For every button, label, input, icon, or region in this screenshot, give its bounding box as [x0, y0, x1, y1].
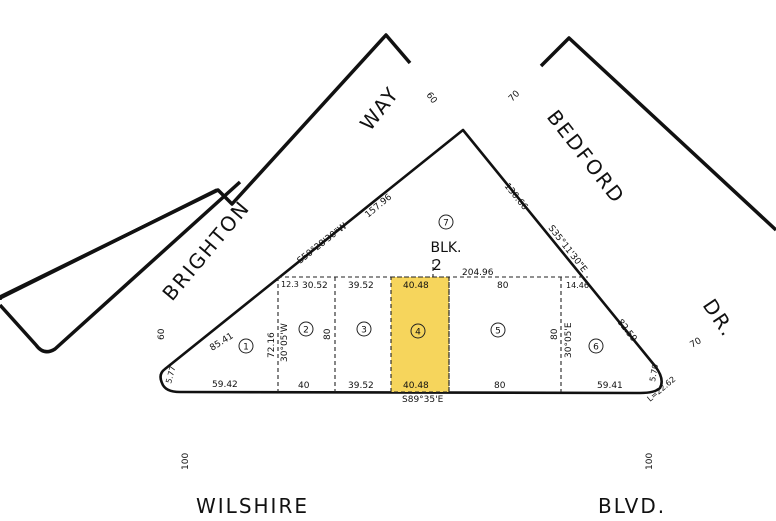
dim-lot5-bottom: 80 [494, 381, 506, 391]
width-bedford-left: 70 [507, 89, 522, 104]
street-wilshire: WILSHIRE [196, 494, 309, 518]
brighton-way-corner-north [0, 33, 412, 299]
dim-lot6-depth: 80 [550, 328, 560, 340]
lot-number-1: 1 [243, 343, 249, 353]
lot-number-7: 7 [443, 219, 449, 229]
dim-inner-line: 204.96 [462, 268, 494, 278]
street-dr: DR. [698, 294, 741, 341]
lot-circle-4 [410, 323, 426, 339]
dim-lot6-side-bearing: 30°05'E [564, 322, 574, 358]
dim-lot6-right: 82.59 [615, 318, 639, 345]
dim-lot1-corner: 5.77 [164, 365, 177, 385]
brighton-lower-edge [0, 180, 242, 354]
lot-number-4: 4 [415, 328, 421, 338]
lot-circle-3 [356, 321, 372, 337]
block-label: BLK. [430, 240, 461, 256]
dim-ne-length: 130.66 [502, 182, 530, 213]
width-wilshire-right: 100 [645, 453, 655, 470]
lot-4-highlight [391, 277, 449, 392]
lot-number-2: 2 [303, 326, 309, 336]
dim-lot2-bottom: 40 [298, 381, 310, 391]
block-number: 2 [432, 256, 442, 274]
dim-south-bearing: S89°35'E [402, 395, 444, 405]
lot-circle-6 [588, 338, 604, 354]
dim-lot3-depth: 80 [323, 328, 333, 340]
dim-lot6-top: 14.46 [566, 281, 589, 290]
dim-lot3-bottom: 39.52 [348, 381, 374, 391]
dim-lot1-top: 85.41 [208, 331, 235, 353]
lot-circle-5 [490, 322, 506, 338]
dim-lot4-bottom: 40.48 [403, 381, 429, 391]
lot-circle-2 [298, 321, 314, 337]
lot-number-5: 5 [495, 327, 501, 337]
lot-circle-7 [438, 214, 454, 230]
dim-lot2-top-b: 30.52 [302, 281, 328, 291]
width-dr-right: 70 [689, 336, 704, 351]
dim-lot2-top: 12.3 [281, 280, 299, 289]
street-bedford: BEDFORD [542, 105, 630, 208]
lot-circle-1 [238, 338, 254, 354]
lot-number-6: 6 [593, 343, 599, 353]
dim-lot2-side: 72.16 [267, 332, 277, 358]
dim-lot5-top: 80 [497, 281, 509, 291]
dim-ne-bearing: S35°11'30"E [546, 224, 589, 275]
width-way-right: 60 [424, 91, 439, 106]
lot-number-3: 3 [361, 326, 367, 336]
bedford-east-edge [539, 36, 776, 232]
dim-lot4-top: 40.48 [403, 281, 429, 291]
lot-numbers: 1 2 3 4 5 6 7 [238, 214, 604, 354]
street-way: WAY [355, 82, 404, 135]
dim-right-corner: 5.70 [648, 363, 660, 382]
street-blvd: BLVD. [598, 494, 666, 518]
width-brighton-left: 60 [157, 328, 167, 340]
dim-lot3-top: 39.52 [348, 281, 374, 291]
dim-lot1-bottom: 59.42 [212, 380, 238, 390]
dim-lot2-side-bearing: 30°05'W [280, 323, 290, 362]
dim-nw-bearing: S50°28'30"W [296, 221, 350, 266]
dim-lot6-bottom: 59.41 [597, 381, 623, 391]
width-wilshire-left: 100 [181, 453, 191, 470]
